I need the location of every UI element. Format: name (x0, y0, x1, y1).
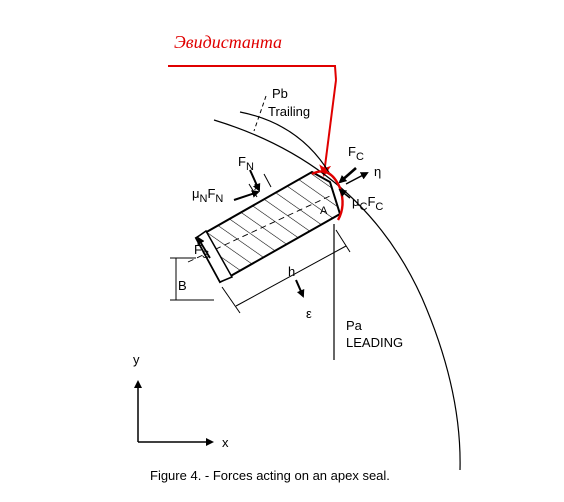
b-dimension (170, 257, 214, 301)
fc-force-arrow (338, 167, 357, 184)
b-dim-label: B (178, 278, 187, 293)
axis-y-label: y (133, 352, 140, 367)
axis-x-label: x (222, 435, 229, 450)
point-a-label: A (320, 205, 328, 217)
housing-outer-arc (213, 119, 461, 471)
pb-leader (253, 95, 267, 132)
fn-force-arrow (249, 169, 261, 192)
eta-direction-arrow (345, 172, 369, 185)
pa-label: Pa (346, 318, 363, 333)
leading-label: LEADING (346, 335, 403, 350)
trailing-label: Trailing (268, 104, 310, 119)
h-dimension (221, 229, 351, 314)
epsilon-direction-arrow (295, 279, 305, 298)
x-dim-label: x (254, 181, 260, 193)
housing-inner-arc (239, 111, 331, 175)
pb-label: Pb (272, 86, 288, 101)
x-dimension (248, 173, 272, 198)
apex-seal-body (194, 170, 342, 284)
mu-n-fn-force-arrow (233, 190, 260, 201)
fs-force-arrow (196, 236, 211, 259)
coordinate-axes (134, 380, 214, 446)
epsilon-label: ε (306, 306, 312, 321)
mu-n-fn-label: μNFN (192, 186, 223, 205)
equidistant-contour (311, 170, 344, 221)
fn-label: FN (238, 154, 254, 173)
annotation-leader (168, 65, 337, 177)
h-dim-label: h (288, 264, 295, 279)
annotation-title: Эвидистанта (174, 32, 282, 52)
fc-label: FC (348, 144, 364, 163)
eta-label: η (374, 164, 381, 179)
mu-c-fc-force-arrow (338, 188, 351, 199)
mu-c-fc-label: μCFC (352, 194, 383, 213)
fs-label: FS (194, 242, 209, 261)
figure-caption: Figure 4. - Forces acting on an apex sea… (150, 468, 390, 483)
